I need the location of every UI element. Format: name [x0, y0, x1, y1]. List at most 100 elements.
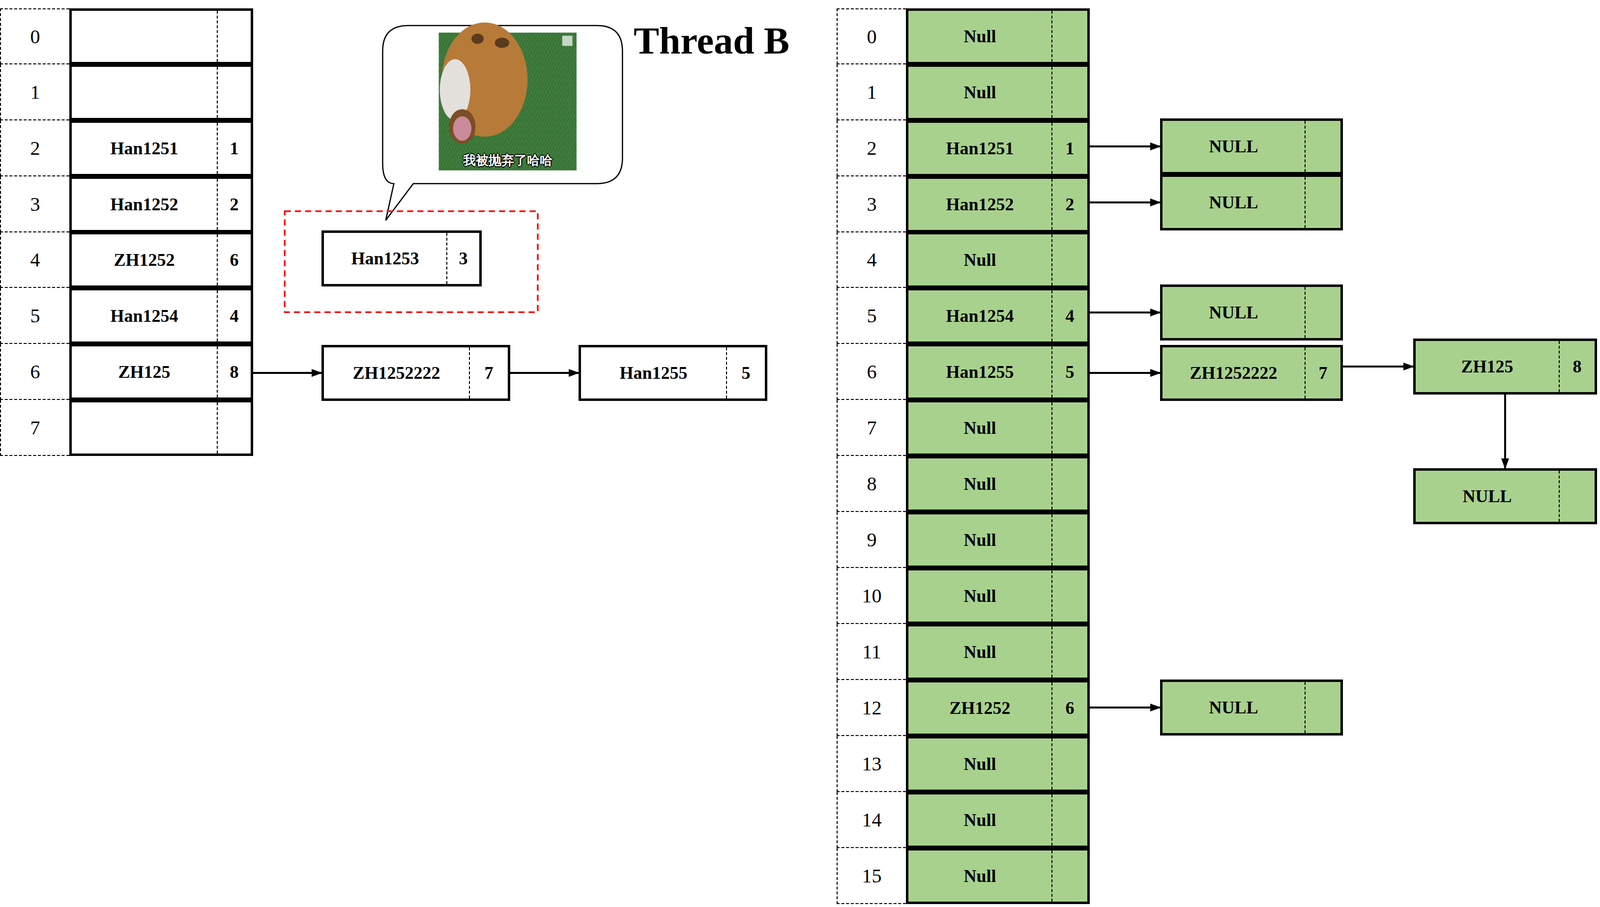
entry-value	[1051, 570, 1088, 622]
hash-entry: Null	[905, 568, 1090, 625]
entry-key: Null	[908, 738, 1052, 790]
entry-key: Han1255	[581, 347, 727, 399]
index-number: 6	[30, 360, 41, 384]
entry-value: 4	[1051, 290, 1088, 342]
entry-value	[1051, 850, 1088, 902]
index-number: 8	[867, 472, 877, 496]
index-cell: 11	[836, 624, 906, 681]
hash-entry: ZH12526	[69, 232, 254, 289]
entry-key: NULL	[1162, 682, 1305, 734]
hash-entry: NULL	[1160, 174, 1343, 231]
abandoned-region	[284, 211, 538, 313]
hash-entry: Han12555	[578, 345, 768, 402]
pointer-arrow	[1504, 394, 1507, 469]
pointer-arrow	[1342, 365, 1414, 368]
entry-value: 1	[1051, 122, 1088, 175]
cell-value	[216, 402, 251, 454]
hash-entry: Han12522	[69, 176, 254, 233]
hash-entry: Han12511	[905, 120, 1090, 177]
cell-value	[216, 66, 251, 118]
entry-value	[1304, 120, 1341, 173]
cell-key	[71, 66, 217, 118]
entry-value: 4	[216, 290, 251, 342]
entry-value	[1051, 10, 1088, 62]
entry-key: Null	[908, 850, 1052, 902]
pointer-arrow	[1089, 145, 1161, 148]
entry-value: 2	[216, 178, 251, 231]
entry-value	[1051, 626, 1088, 678]
index-cell: 14	[836, 792, 906, 849]
index-cell: 15	[836, 848, 906, 905]
hash-entry: Null	[905, 232, 1090, 289]
hash-entry: Null	[905, 400, 1090, 457]
cell-key	[71, 10, 217, 62]
entry-key: Null	[908, 794, 1052, 846]
hash-entry: Han12533	[321, 230, 482, 287]
hash-entry: Null	[905, 848, 1090, 905]
index-cell: 6	[0, 344, 70, 401]
entry-value	[1304, 287, 1341, 339]
entry-key: Null	[908, 626, 1052, 678]
index-cell: 3	[836, 176, 906, 233]
pointer-arrow	[1089, 201, 1161, 204]
entry-value: 5	[1051, 346, 1088, 398]
entry-value	[1051, 402, 1088, 454]
entry-value: 6	[1051, 682, 1088, 734]
index-cell: 6	[836, 344, 906, 401]
index-number: 5	[30, 304, 41, 328]
entry-value	[1051, 458, 1088, 510]
index-cell: 1	[0, 64, 70, 121]
pointer-arrow	[1089, 706, 1161, 709]
index-number: 3	[867, 192, 877, 216]
index-cell: 9	[836, 512, 906, 569]
hash-entry: ZH1258	[69, 344, 254, 401]
index-number: 2	[867, 136, 877, 160]
hash-entry: NULL	[1413, 468, 1598, 525]
index-number: 0	[30, 25, 41, 49]
index-cell: 7	[0, 400, 70, 457]
index-cell: 12	[836, 680, 906, 737]
entry-key: NULL	[1415, 470, 1559, 523]
entry-key: ZH1252	[71, 234, 217, 286]
hash-entry: Han12544	[69, 288, 254, 345]
hash-entry: Han12511	[69, 120, 254, 177]
hash-entry: NULL	[1160, 284, 1343, 341]
index-number: 2	[30, 136, 41, 160]
entry-key: Han1251	[71, 122, 217, 175]
entry-key: Null	[908, 234, 1052, 286]
label-box: Thread B	[624, 12, 799, 70]
hash-entry: Null	[905, 736, 1090, 793]
meme-caption: 我被抛弃了哈哈	[463, 151, 553, 170]
entry-value	[1051, 66, 1088, 118]
entry-key: ZH125	[71, 346, 217, 398]
entry-key: ZH1252	[908, 682, 1052, 734]
entry-key: Null	[908, 570, 1052, 622]
cell-key	[71, 402, 217, 454]
cell-value	[216, 10, 251, 62]
entry-value	[1051, 794, 1088, 846]
index-number: 4	[30, 248, 41, 272]
index-cell: 5	[0, 288, 70, 345]
hash-entry: Han12544	[905, 288, 1090, 345]
empty-cell	[69, 64, 254, 121]
index-number: 13	[862, 752, 882, 776]
index-number: 12	[862, 696, 882, 720]
entry-value: 1	[216, 122, 251, 175]
entry-value: 7	[468, 347, 508, 399]
index-cell: 0	[0, 8, 70, 65]
entry-key: Null	[908, 514, 1052, 566]
entry-key: ZH125	[1415, 341, 1559, 393]
hash-entry: Han12555	[905, 344, 1090, 401]
entry-key: NULL	[1162, 287, 1305, 339]
entry-value: 8	[216, 346, 251, 398]
hash-entry: Null	[905, 8, 1090, 65]
entry-value	[1558, 470, 1595, 523]
title-text: Thread B	[633, 18, 790, 63]
pointer-arrow	[1089, 372, 1161, 375]
index-number: 9	[867, 528, 877, 552]
index-number: 11	[862, 640, 882, 664]
meme-picture	[438, 22, 577, 171]
entry-value: 6	[216, 234, 251, 286]
entry-value	[1304, 682, 1341, 734]
pointer-arrow	[510, 372, 579, 375]
